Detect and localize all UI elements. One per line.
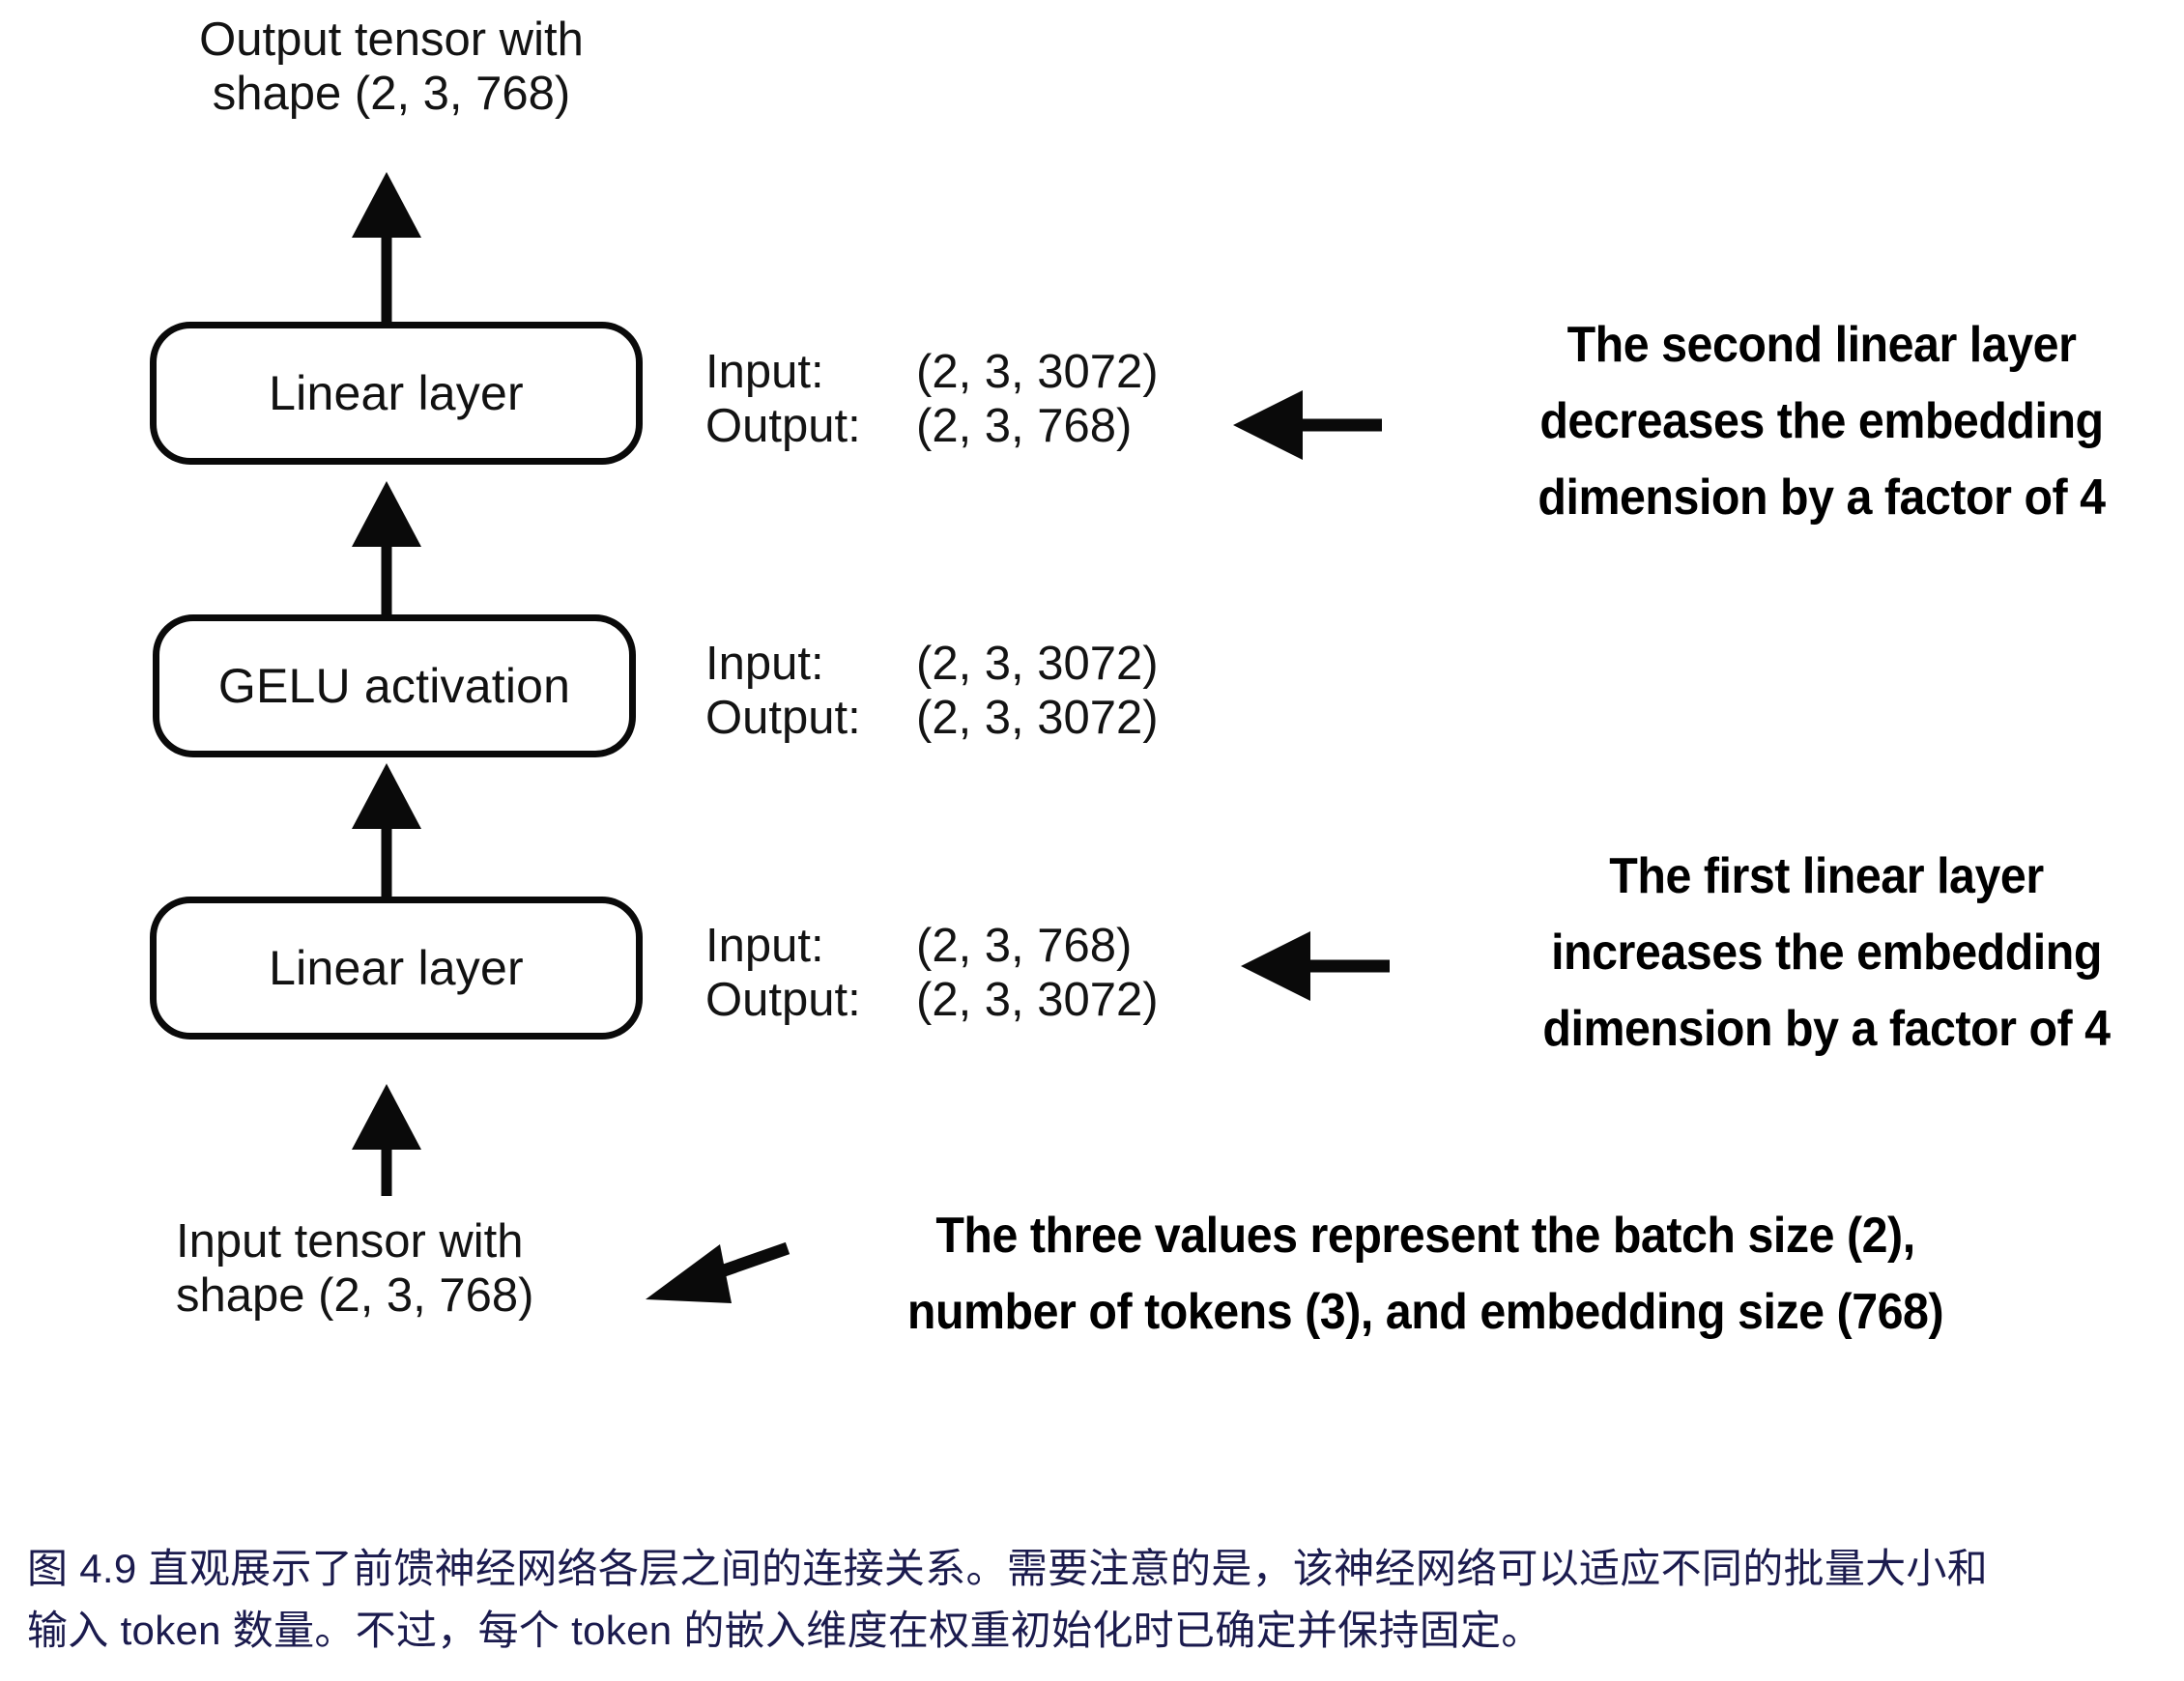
io-row-output: Output: (2, 3, 768): [705, 400, 1159, 454]
output-tensor-label: Output tensor with shape (2, 3, 768): [199, 14, 584, 120]
arrow-output-up: [352, 172, 421, 322]
io-input-key: Input:: [705, 346, 824, 398]
io-row-output: Output: (2, 3, 3072): [705, 692, 1159, 746]
io-input-value: (2, 3, 3072): [916, 346, 1159, 398]
node-label-linear-layer-second: Linear layer: [269, 366, 524, 420]
io-row-input: Input: (2, 3, 768): [705, 920, 1159, 974]
caption-line-2: 输入 token 数量。不过，每个 token 的嵌入维度在权重初始化时已确定并…: [27, 1607, 1542, 1653]
arrow-linear1-to-gelu: [352, 763, 421, 897]
callout-second-linear-layer: The second linear layer decreases the em…: [1537, 317, 2106, 527]
io-row-output: Output: (2, 3, 3072): [705, 974, 1159, 1028]
io-input-value: (2, 3, 768): [916, 920, 1133, 972]
arrow-callout-shape-values: [646, 1241, 790, 1303]
io-output-value: (2, 3, 3072): [916, 973, 1159, 1026]
io-row-input: Input: (2, 3, 3072): [705, 346, 1159, 400]
callout-first-linear-layer: The first linear layer increases the emb…: [1542, 848, 2111, 1058]
io-output-key: Output:: [705, 691, 861, 744]
caption-line-1: 图 4.9 直观展示了前馈神经网络各层之间的连接关系。需要注意的是，该神经网络可…: [27, 1546, 1989, 1591]
io-spec-gelu-activation: Input: (2, 3, 3072) Output: (2, 3, 3072): [705, 638, 1159, 746]
node-linear-layer-first[interactable]: Linear layer: [150, 897, 643, 1040]
io-row-input: Input: (2, 3, 3072): [705, 638, 1159, 692]
io-output-value: (2, 3, 3072): [916, 691, 1159, 744]
io-output-key: Output:: [705, 973, 861, 1026]
node-linear-layer-second[interactable]: Linear layer: [150, 322, 643, 465]
node-gelu-activation[interactable]: GELU activation: [153, 614, 636, 757]
io-input-key: Input:: [705, 920, 824, 972]
io-spec-linear-layer-second: Input: (2, 3, 3072) Output: (2, 3, 768): [705, 346, 1159, 454]
arrow-callout-first-linear: [1241, 931, 1390, 1001]
io-input-value: (2, 3, 3072): [916, 638, 1159, 690]
arrow-input-up: [352, 1084, 421, 1196]
figure-caption: 图 4.9 直观展示了前馈神经网络各层之间的连接关系。需要注意的是，该神经网络可…: [27, 1538, 2163, 1662]
io-output-value: (2, 3, 768): [916, 399, 1133, 452]
io-output-key: Output:: [705, 399, 861, 452]
node-label-gelu-activation: GELU activation: [217, 659, 571, 713]
input-tensor-label: Input tensor with shape (2, 3, 768): [176, 1215, 534, 1322]
arrow-gelu-to-linear2: [352, 481, 421, 614]
io-input-key: Input:: [705, 638, 824, 690]
io-spec-linear-layer-first: Input: (2, 3, 768) Output: (2, 3, 3072): [705, 920, 1159, 1028]
node-label-linear-layer-first: Linear layer: [269, 941, 524, 995]
callout-shape-values: The three values represent the batch siz…: [906, 1208, 1944, 1341]
arrow-callout-second-linear: [1233, 390, 1382, 460]
